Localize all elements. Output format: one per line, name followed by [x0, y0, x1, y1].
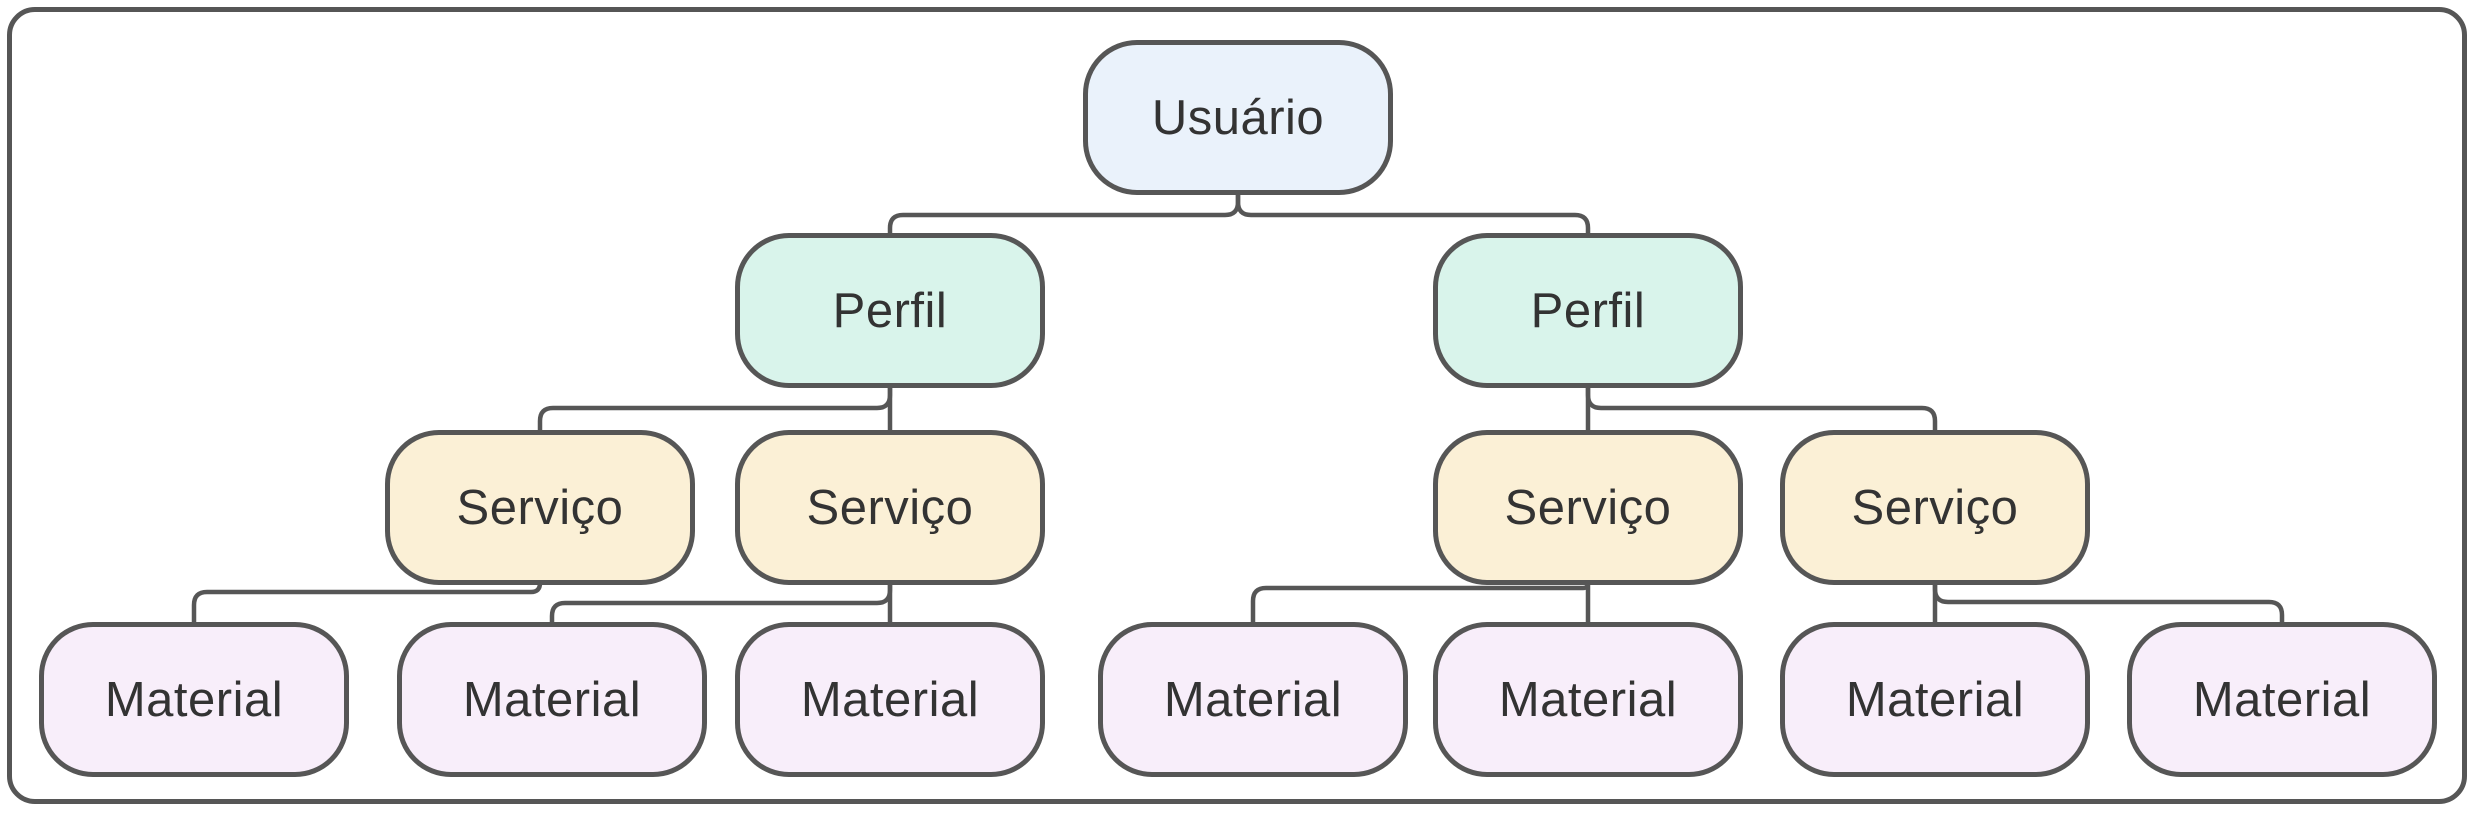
node-material-2: Material — [397, 622, 707, 777]
diagram-outer-frame — [7, 7, 2467, 804]
node-label: Material — [104, 672, 284, 727]
node-label: Material — [1845, 672, 2025, 727]
node-label: Material — [1498, 672, 1678, 727]
node-label: Serviço — [1504, 480, 1672, 535]
node-servico-2: Serviço — [735, 430, 1045, 585]
node-label: Serviço — [1851, 480, 2019, 535]
node-material-5: Material — [1433, 622, 1743, 777]
node-label: Material — [800, 672, 980, 727]
node-label: Usuário — [1151, 90, 1325, 145]
node-material-6: Material — [1780, 622, 2090, 777]
node-servico-3: Serviço — [1433, 430, 1743, 585]
node-label: Material — [2192, 672, 2372, 727]
node-material-4: Material — [1098, 622, 1408, 777]
node-perfil-1: Perfil — [735, 233, 1045, 388]
node-label: Material — [1163, 672, 1343, 727]
node-usuario: Usuário — [1083, 40, 1393, 195]
node-material-3: Material — [735, 622, 1045, 777]
node-label: Serviço — [456, 480, 624, 535]
node-label: Perfil — [1530, 283, 1646, 338]
node-label: Material — [462, 672, 642, 727]
node-material-7: Material — [2127, 622, 2437, 777]
node-label: Serviço — [806, 480, 974, 535]
node-perfil-2: Perfil — [1433, 233, 1743, 388]
node-servico-4: Serviço — [1780, 430, 2090, 585]
node-material-1: Material — [39, 622, 349, 777]
node-servico-1: Serviço — [385, 430, 695, 585]
node-label: Perfil — [832, 283, 948, 338]
